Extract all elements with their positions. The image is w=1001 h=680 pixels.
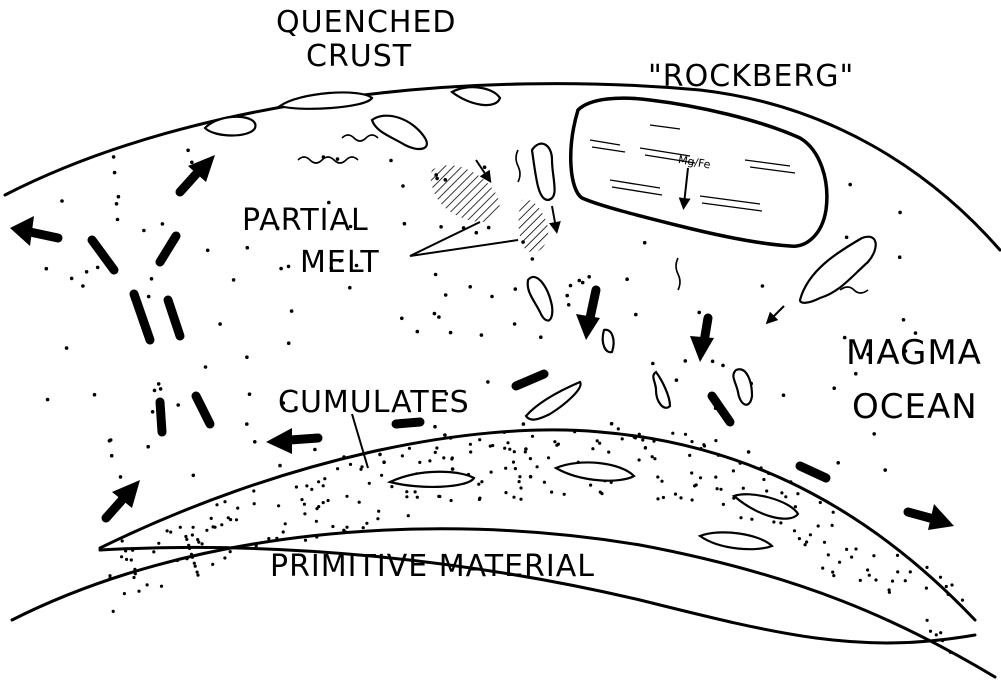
magma-ocean-label-line1: MAGMA (846, 333, 982, 373)
ocean-blob (528, 277, 553, 321)
partial-melt-label-line1: PARTIAL (242, 203, 369, 238)
cumulate-blob (700, 532, 772, 549)
ocean-blob (603, 330, 614, 352)
cumulates-label: CUMULATES (278, 385, 470, 420)
arrow-down-right (690, 318, 714, 362)
small-arrow (770, 306, 784, 320)
crust-surface-curve (5, 84, 1000, 250)
ocean-blob (733, 369, 752, 404)
cumulate-top-curve (100, 430, 975, 620)
partial-melt-zone-right (519, 199, 549, 252)
cumulates-leader (352, 414, 368, 468)
arrow-up-right-upper (180, 155, 215, 192)
crust-blob (452, 87, 500, 105)
quenched-crust-label-line2: CRUST (306, 39, 412, 74)
ocean-blob (526, 382, 581, 420)
small-arrow (552, 206, 556, 228)
crust-blob (372, 116, 427, 149)
crust-blob (280, 92, 372, 108)
cumulate-blob (390, 472, 474, 487)
arrow-down-center (576, 290, 600, 340)
arrow-left-cumulates (266, 428, 318, 454)
cumulate-blob (556, 462, 634, 480)
ocean-blob (653, 372, 670, 408)
cumulate-blob (734, 494, 798, 518)
arrow-left (10, 216, 58, 246)
crust-blob (205, 117, 255, 136)
arrow-right-bottom (908, 504, 954, 530)
arrow-up-right-lower (106, 480, 140, 518)
partial-melt-zone-left (431, 165, 500, 222)
magma-ocean-label-line2: OCEAN (852, 387, 978, 427)
partial-melt-label-line2: MELT (300, 245, 380, 280)
quenched-crust-label-line1: QUENCHED (276, 5, 457, 40)
crust-blob (532, 144, 555, 200)
primitive-material-label: PRIMITIVE MATERIAL (270, 549, 595, 584)
rockberg-label: "ROCKBERG" (648, 59, 854, 94)
cumulate-blobs (390, 462, 798, 549)
